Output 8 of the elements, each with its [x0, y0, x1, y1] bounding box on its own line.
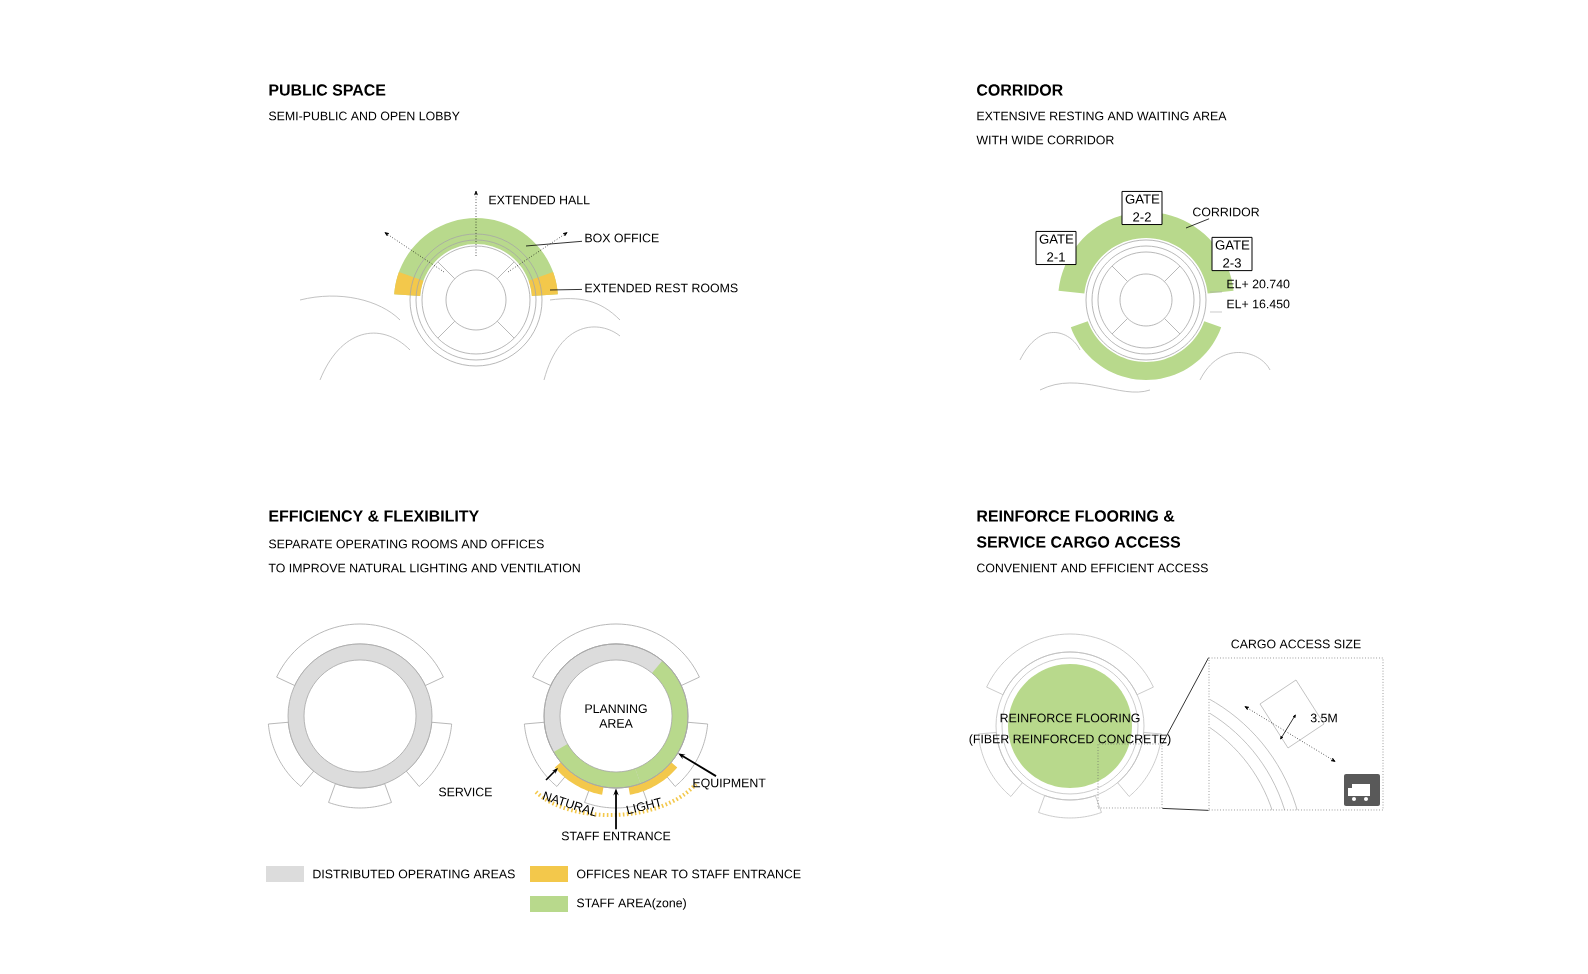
detail-frame	[1097, 743, 1163, 809]
leader-line	[549, 289, 583, 291]
zoom-line	[1162, 657, 1209, 744]
leader-line	[525, 240, 583, 247]
zoom-line	[1162, 808, 1209, 811]
leader-line	[1185, 218, 1210, 229]
arrow	[678, 753, 717, 777]
detail-frame	[1208, 657, 1384, 811]
